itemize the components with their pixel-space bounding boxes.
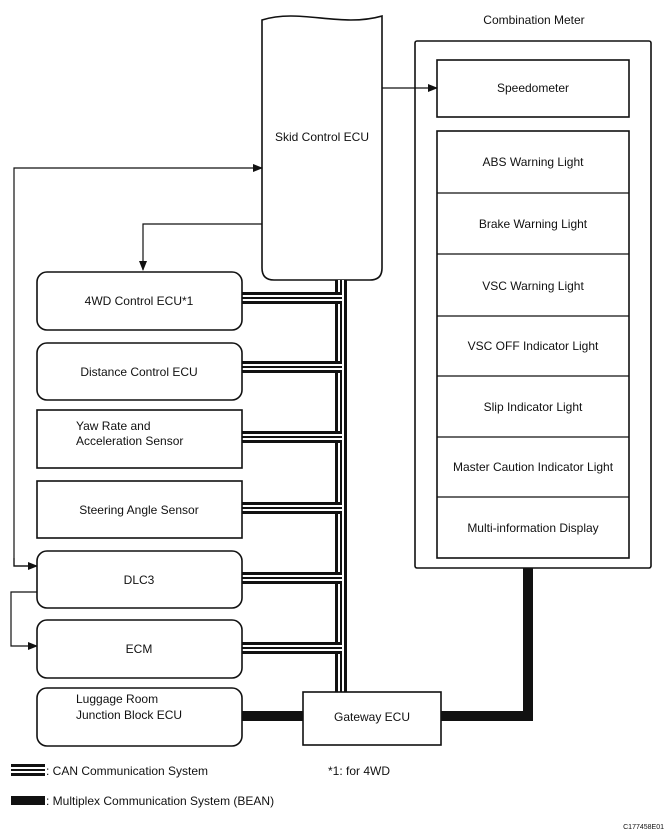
steering-angle-sensor-label: Steering Angle Sensor <box>79 503 198 517</box>
yaw-rate-sensor-label-1: Yaw Rate and <box>76 419 151 433</box>
bean-bus <box>242 568 533 721</box>
distance-control-ecu-label: Distance Control ECU <box>80 365 197 379</box>
brake-warning-light: Brake Warning Light <box>479 217 588 231</box>
skid-control-ecu-label: Skid Control ECU <box>275 130 369 144</box>
ecm-box <box>36 619 243 679</box>
gateway-ecu-box <box>302 691 442 746</box>
can-bus-branches <box>242 292 342 654</box>
vsc-off-indicator-light: VSC OFF Indicator Light <box>468 339 599 353</box>
fwd-arrow <box>139 223 262 271</box>
dlc3-box <box>36 550 243 609</box>
bean-legend-symbol <box>11 796 45 805</box>
ecm-label: ECM <box>126 642 153 656</box>
can-legend-symbol <box>11 764 45 776</box>
abs-warning-light: ABS Warning Light <box>483 155 585 169</box>
luggage-room-jb-ecu-label-1: Luggage Room <box>76 692 158 706</box>
vsc-warning-light: VSC Warning Light <box>482 279 584 293</box>
dlc3-to-ecm-arrow <box>10 591 38 650</box>
legend: : CAN Communication System : Multiplex C… <box>11 764 390 808</box>
4wd-control-ecu-label: 4WD Control ECU*1 <box>85 294 194 308</box>
dlc3-label: DLC3 <box>124 573 155 587</box>
luggage-room-jb-ecu-box <box>36 687 243 747</box>
yaw-rate-sensor-box <box>36 409 243 469</box>
skid-control-ecu: Skid Control ECU <box>261 14 383 281</box>
combination-meter: Combination Meter Speedometer ABS Warnin… <box>414 13 652 569</box>
can-legend-label: : CAN Communication System <box>46 764 208 778</box>
can-bus-trunk <box>335 280 347 693</box>
distance-control-ecu-box <box>36 342 243 401</box>
combination-meter-title: Combination Meter <box>483 13 584 27</box>
master-caution-indicator-light: Master Caution Indicator Light <box>453 460 614 474</box>
luggage-room-jb-ecu-label-2: Junction Block ECU <box>76 708 182 722</box>
speedometer-box <box>436 59 630 118</box>
bean-legend-label: : Multiplex Communication System (BEAN) <box>46 794 274 808</box>
slip-indicator-light: Slip Indicator Light <box>484 400 583 414</box>
indicator-light-list: ABS Warning Light Brake Warning Light VS… <box>436 130 630 559</box>
ecu-boxes: 4WD Control ECU*1 Distance Control ECU Y… <box>36 271 442 747</box>
multi-information-display: Multi-information Display <box>467 521 598 535</box>
4wd-control-ecu-box <box>36 271 243 331</box>
yaw-rate-sensor-label-2: Acceleration Sensor <box>76 434 183 448</box>
gateway-ecu-label: Gateway ECU <box>334 710 410 724</box>
figure-code: C177458E01 <box>623 824 664 831</box>
steering-angle-sensor-box <box>36 480 243 539</box>
skid-to-dlc3-arrow <box>13 558 38 570</box>
footnote: *1: for 4WD <box>328 764 390 778</box>
speedometer-label: Speedometer <box>497 81 569 95</box>
